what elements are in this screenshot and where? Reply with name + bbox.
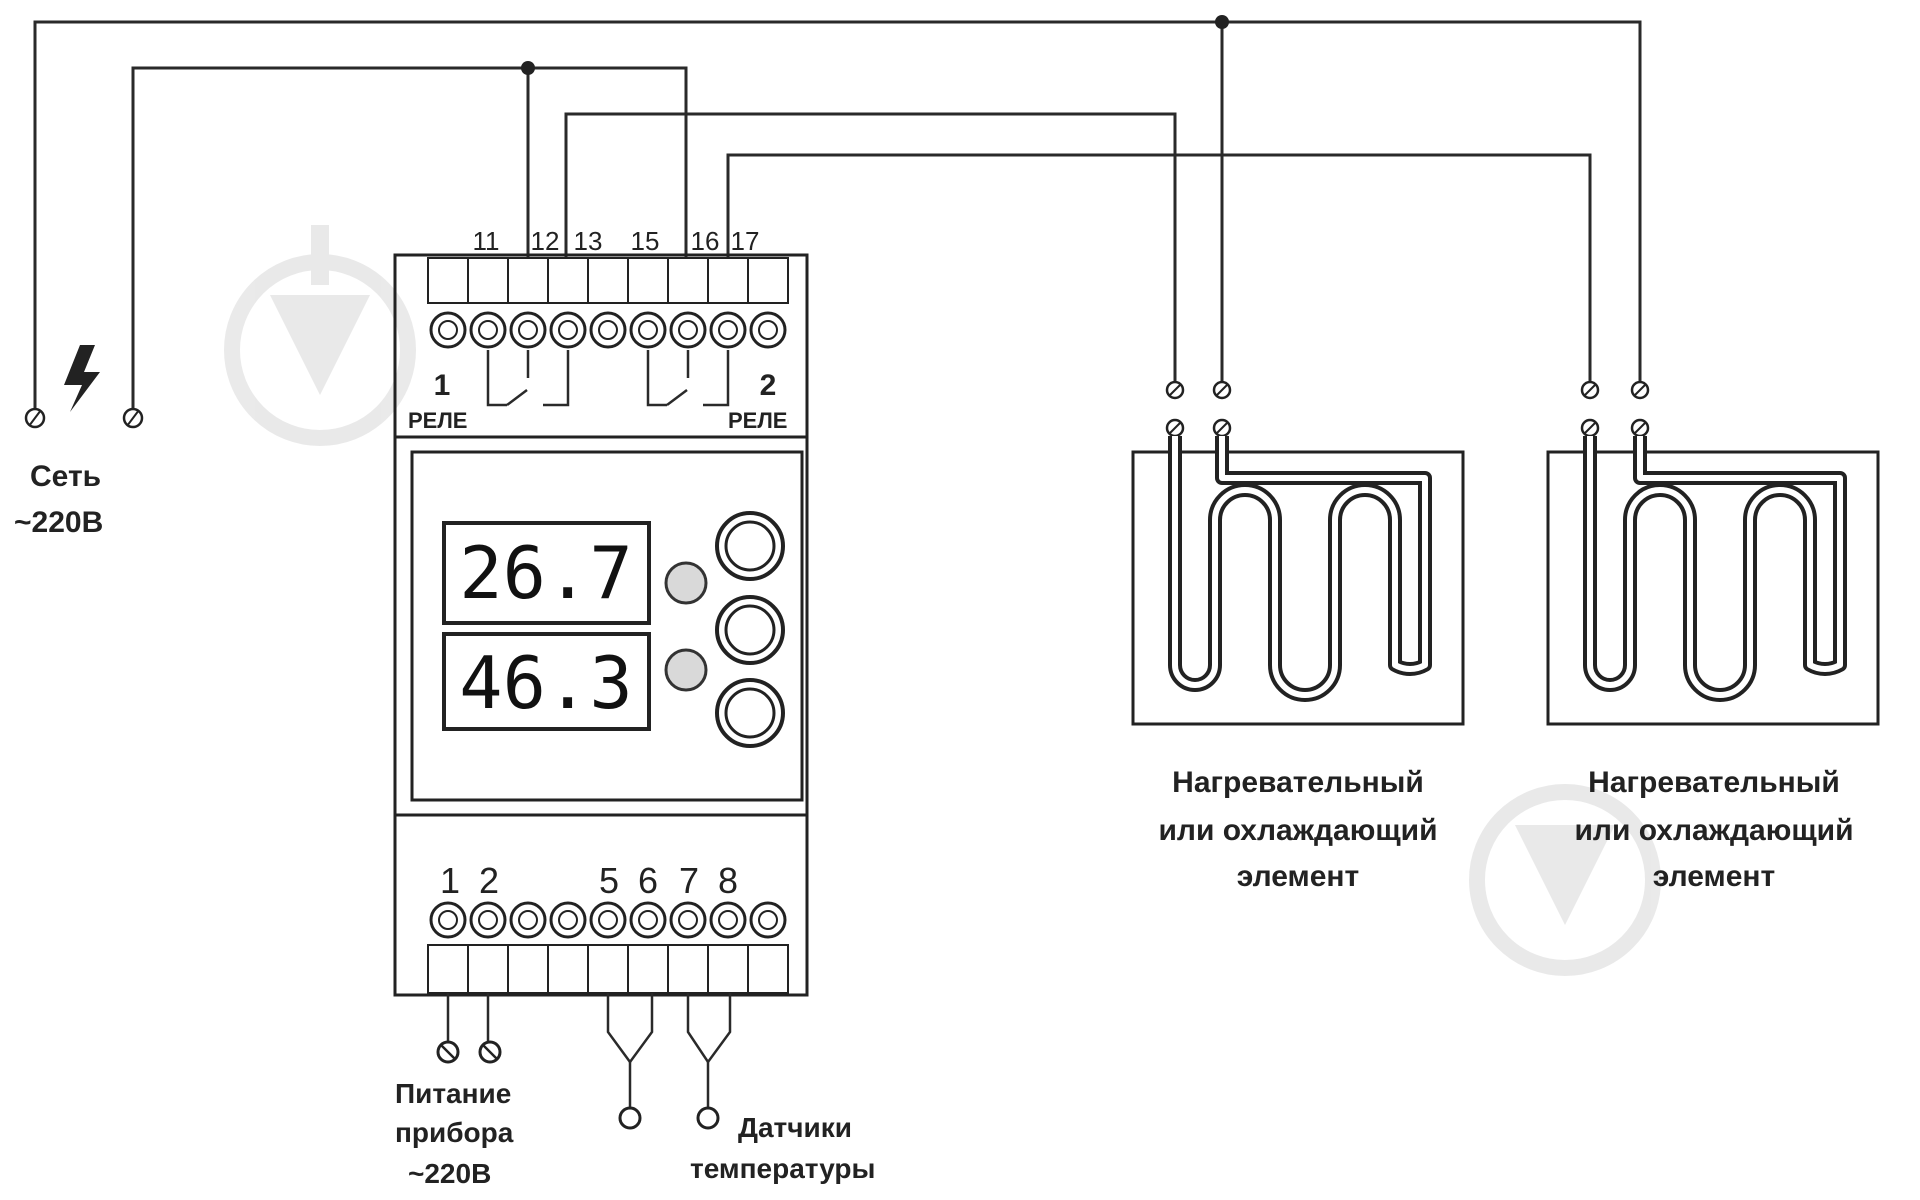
heater1-label-line3: элемент xyxy=(1237,860,1359,893)
relay1-contact-symbol xyxy=(486,350,570,407)
terminal-number-11: 11 xyxy=(473,226,500,256)
terminal-number-7: 7 xyxy=(679,860,699,901)
sensors-label-line1: Датчики xyxy=(738,1112,852,1143)
bottom-terminal-block xyxy=(427,901,789,994)
thermostat-device: 11 12 13 15 16 17 1 РЕЛЕ 2 РЕЛЕ 26.7 46.… xyxy=(393,226,809,997)
indicator-led-2 xyxy=(664,648,708,692)
device-power-label-line1: Питание xyxy=(395,1078,511,1109)
indicator-led-1 xyxy=(664,561,708,605)
display-reading-top: 26.7 xyxy=(459,531,632,615)
relay2-contact-symbol xyxy=(646,350,730,407)
heater-element-2 xyxy=(1546,380,1880,726)
terminal-number-1: 1 xyxy=(440,860,460,901)
download-watermark-icon xyxy=(1469,784,1661,976)
heater2-label-line2: или охлаждающий xyxy=(1574,814,1853,847)
relay1-label: РЕЛЕ xyxy=(408,408,467,433)
relay1-number: 1 xyxy=(434,369,451,402)
heater2-label-line1: Нагревательный xyxy=(1588,766,1840,799)
relay2-number: 2 xyxy=(760,369,777,402)
device-power-label-line3: ~220В xyxy=(408,1158,491,1189)
terminal-number-17: 17 xyxy=(731,226,760,256)
control-button-1[interactable] xyxy=(715,511,785,581)
control-button-3[interactable] xyxy=(715,678,785,748)
heater2-label-line3: элемент xyxy=(1653,860,1775,893)
mains-terminals xyxy=(24,407,144,429)
terminal-number-2: 2 xyxy=(479,860,499,901)
control-button-2[interactable] xyxy=(715,595,785,665)
terminal-number-6: 6 xyxy=(638,860,658,901)
device-power-terminals xyxy=(436,1040,502,1064)
relay2-label: РЕЛЕ xyxy=(728,408,787,433)
heater1-label-line2: или охлаждающий xyxy=(1158,814,1437,847)
heater-element-1 xyxy=(1131,380,1465,726)
mains-label-line2: ~220В xyxy=(14,506,103,539)
sensors-label-line2: температуры xyxy=(690,1153,875,1184)
temperature-sensor-1 xyxy=(606,993,654,1130)
device-power-leads xyxy=(446,993,490,1042)
device-power-label-line2: прибора xyxy=(395,1117,514,1148)
terminal-number-5: 5 xyxy=(599,860,619,901)
display-reading-bottom: 46.3 xyxy=(459,641,632,725)
terminal-number-12: 12 xyxy=(531,226,560,256)
wiring xyxy=(33,15,1642,410)
terminal-number-16: 16 xyxy=(691,226,720,256)
terminal-number-15: 15 xyxy=(631,226,660,256)
terminal-number-8: 8 xyxy=(718,860,738,901)
display-top xyxy=(442,521,651,625)
lightning-icon xyxy=(64,345,100,412)
temperature-sensor-2 xyxy=(686,993,732,1130)
top-terminal-block xyxy=(427,257,789,349)
mains-label-line1: Сеть xyxy=(30,460,101,493)
display-bottom xyxy=(442,632,651,731)
download-watermark-icon xyxy=(224,225,416,446)
heater1-label-line1: Нагревательный xyxy=(1172,766,1424,799)
terminal-number-13: 13 xyxy=(574,226,603,256)
